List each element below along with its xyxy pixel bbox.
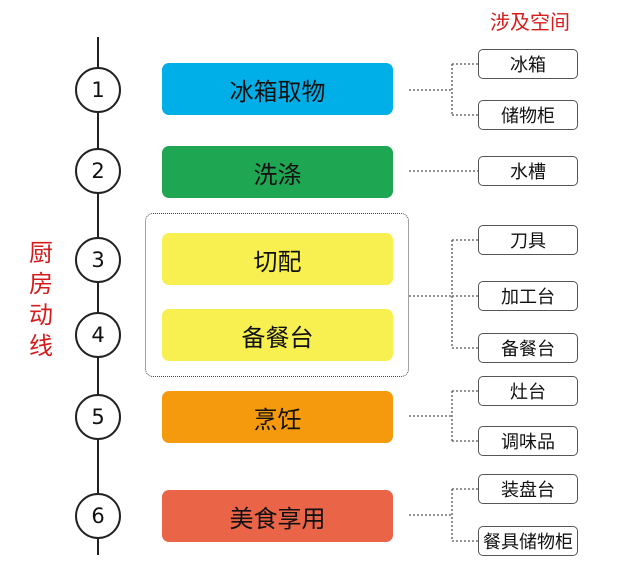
space-item: 餐具储物柜: [478, 526, 578, 556]
space-item: 装盘台: [478, 474, 578, 504]
step-number-3: 3: [75, 237, 121, 283]
step-box-1: 冰箱取物: [162, 63, 393, 115]
step-number-4: 4: [75, 312, 121, 358]
space-item: 加工台: [478, 281, 578, 311]
timeline-line: [97, 37, 99, 555]
step-number-6: 6: [75, 493, 121, 539]
space-item: 灶台: [478, 376, 578, 406]
step-number-5: 5: [75, 394, 121, 440]
step-label-3: 切配: [253, 247, 302, 276]
space-item: 刀具: [478, 225, 578, 255]
space-item: 调味品: [478, 426, 578, 456]
step-label-1: 冰箱取物: [229, 77, 326, 106]
step-label-6: 美食享用: [229, 504, 326, 533]
side-label: 厨房动线: [29, 239, 53, 360]
prep-group-box: [145, 213, 409, 377]
step-box-4: 备餐台: [162, 309, 393, 361]
step-number-1: 1: [75, 67, 121, 113]
step-label-4: 备餐台: [241, 323, 314, 352]
step-number-2: 2: [75, 148, 121, 194]
space-item: 冰箱: [478, 49, 578, 79]
step-box-2: 洗涤: [162, 146, 393, 198]
step-box-6: 美食享用: [162, 490, 393, 542]
step-box-5: 烹饪: [162, 391, 393, 443]
step-label-5: 烹饪: [253, 405, 302, 434]
space-item: 水槽: [478, 156, 578, 186]
space-item: 储物柜: [478, 100, 578, 130]
step-label-2: 洗涤: [253, 160, 302, 189]
spaces-title: 涉及空间: [490, 10, 570, 34]
space-item: 备餐台: [478, 333, 578, 363]
step-box-3: 切配: [162, 233, 393, 285]
